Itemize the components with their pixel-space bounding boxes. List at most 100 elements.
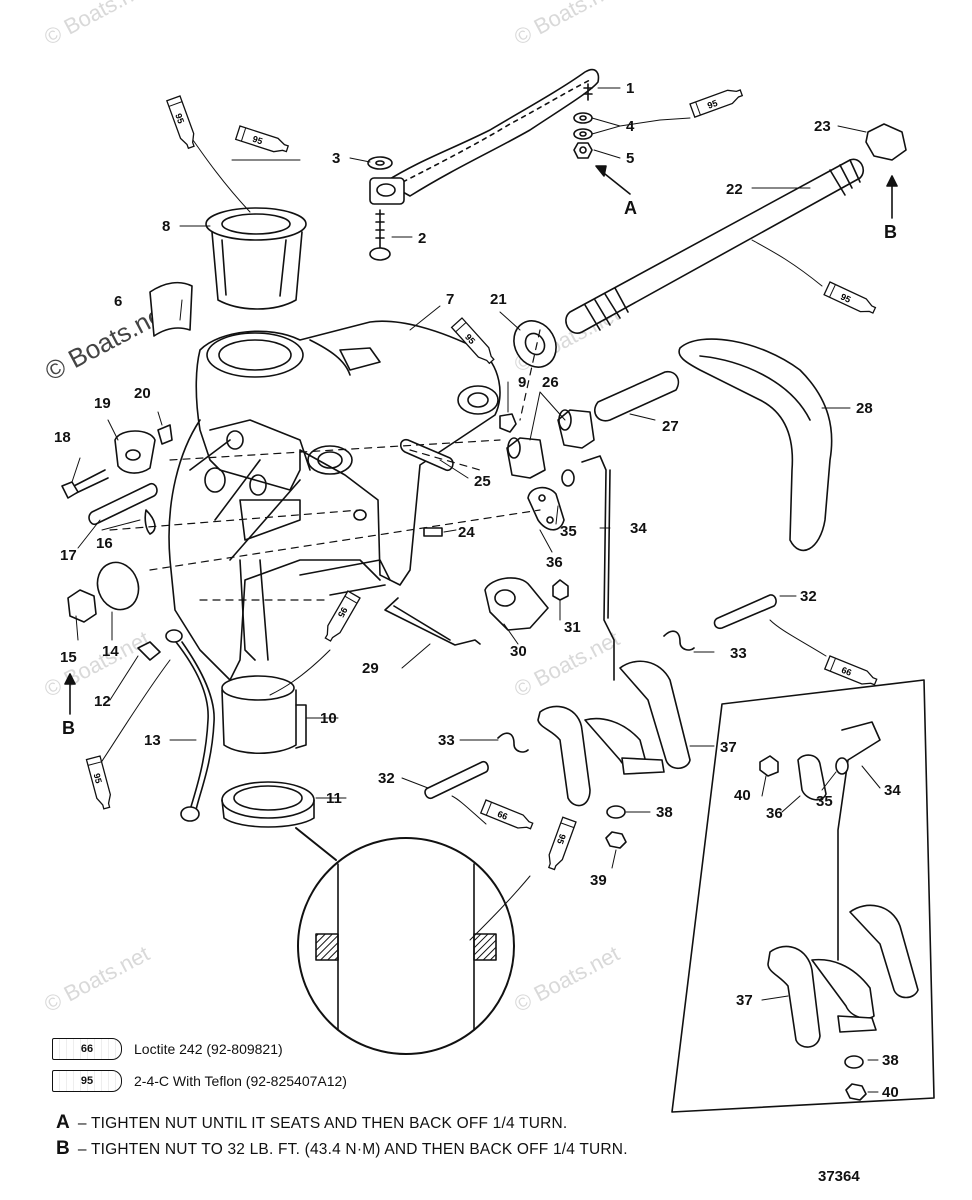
callout-36-inset: 36 bbox=[766, 805, 783, 822]
callout-36: 36 bbox=[546, 554, 563, 571]
legend-text: 2-4-C With Teflon (92-825407A12) bbox=[134, 1073, 347, 1089]
assembly-guide-lines bbox=[109, 329, 541, 601]
callout-21: 21 bbox=[490, 291, 507, 308]
callout-14: 14 bbox=[102, 643, 119, 660]
callout-33: 33 bbox=[730, 645, 747, 662]
arrow-markers bbox=[64, 165, 898, 715]
callout-20: 20 bbox=[134, 385, 151, 402]
callout-1: 1 bbox=[626, 80, 634, 97]
tube-code: 95 bbox=[336, 605, 350, 619]
pivot-pin-upper bbox=[713, 594, 777, 630]
lower-swivel-bushing bbox=[221, 675, 307, 754]
callout-16: 16 bbox=[96, 535, 113, 552]
key bbox=[423, 527, 443, 537]
callout-numbers: 1 2 3 4 5 6 7 8 9 10 11 12 13 14 15 16 1… bbox=[54, 80, 901, 1101]
lock-rod bbox=[581, 455, 615, 681]
tube-code: 95 bbox=[173, 112, 186, 125]
callout-15: 15 bbox=[60, 649, 77, 666]
callout-30: 30 bbox=[510, 643, 527, 660]
upper-swivel-bushing bbox=[205, 207, 307, 310]
legend-loctite: 66 Loctite 242 (92-809821) bbox=[52, 1038, 283, 1060]
spacer-assembly bbox=[61, 424, 173, 499]
ground-strap bbox=[137, 629, 215, 822]
thrust-washer bbox=[513, 320, 557, 368]
callout-40-inset: 40 bbox=[734, 787, 751, 804]
callout-40-inset-b: 40 bbox=[882, 1084, 899, 1101]
arrow-label-a: A bbox=[624, 198, 637, 218]
callout-38: 38 bbox=[656, 804, 673, 821]
callout-2: 2 bbox=[418, 230, 426, 247]
tilt-stop-pin bbox=[88, 482, 158, 535]
note-key: B bbox=[56, 1138, 70, 1159]
callout-29: 29 bbox=[362, 660, 379, 677]
callout-18: 18 bbox=[54, 429, 71, 446]
callout-17: 17 bbox=[60, 547, 77, 564]
steering-link-arm bbox=[367, 68, 600, 261]
note-a: A– TIGHTEN NUT UNTIL IT SEATS AND THEN B… bbox=[56, 1112, 567, 1134]
note-key: A bbox=[56, 1112, 70, 1133]
callout-4: 4 bbox=[626, 118, 635, 135]
tube-code: 95 bbox=[251, 134, 264, 147]
lock-nut bbox=[67, 589, 97, 623]
legend-teflon: 95 2-4-C With Teflon (92-825407A12) bbox=[52, 1070, 347, 1092]
arrow-label-b-right: B bbox=[884, 222, 897, 242]
pivot-pin-lower bbox=[424, 760, 489, 800]
link-rod bbox=[384, 597, 481, 646]
lock-bracket bbox=[484, 577, 549, 631]
callout-3: 3 bbox=[332, 150, 340, 167]
torsion-spring-upper bbox=[663, 630, 695, 651]
link-plate bbox=[527, 486, 565, 531]
reference-number: 37364 bbox=[818, 1168, 860, 1185]
small-washer bbox=[561, 469, 575, 487]
tube-code: 95 bbox=[839, 291, 852, 304]
legend-text: Loctite 242 (92-809821) bbox=[134, 1041, 283, 1057]
callout-6: 6 bbox=[114, 293, 122, 310]
callout-12: 12 bbox=[94, 693, 111, 710]
swivel-seal bbox=[221, 781, 315, 828]
tube-icon: 95 bbox=[52, 1070, 122, 1092]
sealant-tube-icons: 95 95 95 95 95 95 95 66 66 95 bbox=[85, 85, 879, 872]
callout-32b: 32 bbox=[378, 770, 395, 787]
leader-lines bbox=[71, 87, 881, 1093]
callout-35-inset: 35 bbox=[816, 793, 833, 810]
callout-19: 19 bbox=[94, 395, 111, 412]
arrow-label-b-left: B bbox=[62, 718, 75, 738]
callout-25: 25 bbox=[474, 473, 491, 490]
tube-code: 95 bbox=[706, 98, 719, 111]
callout-32: 32 bbox=[800, 588, 817, 605]
tilt-tube bbox=[565, 158, 865, 334]
steering-pin bbox=[594, 370, 680, 422]
callout-11: 11 bbox=[326, 790, 342, 807]
hex-nut bbox=[552, 579, 569, 601]
callout-34-inset: 34 bbox=[884, 782, 901, 799]
callout-13: 13 bbox=[144, 732, 161, 749]
callout-7: 7 bbox=[446, 291, 454, 308]
seal-detail-inset bbox=[295, 827, 515, 1055]
callout-22: 22 bbox=[726, 181, 743, 198]
torsion-spring-lower bbox=[497, 732, 529, 753]
tube-nut bbox=[865, 123, 907, 161]
callout-28: 28 bbox=[856, 400, 873, 417]
shim-pad bbox=[149, 281, 193, 337]
tilt-lock-assembly bbox=[537, 660, 691, 807]
grease-fitting bbox=[499, 413, 517, 433]
flat-washer bbox=[96, 561, 140, 611]
callout-39: 39 bbox=[590, 872, 607, 889]
callout-24: 24 bbox=[458, 524, 475, 541]
note-b: B– TIGHTEN NUT TO 32 LB. FT. (43.4 N·M) … bbox=[56, 1138, 628, 1160]
swivel-bracket bbox=[168, 320, 501, 681]
callout-27: 27 bbox=[662, 418, 679, 435]
tube-code: 95 bbox=[555, 833, 568, 846]
washer-38 bbox=[606, 805, 626, 819]
tube-code: 95 bbox=[92, 772, 104, 784]
tilt-lock-lever bbox=[678, 338, 833, 552]
tube-code: 95 bbox=[463, 332, 477, 346]
tube-code: 66 bbox=[496, 809, 509, 822]
callout-9: 9 bbox=[518, 374, 526, 391]
callout-26: 26 bbox=[542, 374, 559, 391]
callout-37-inset: 37 bbox=[736, 992, 753, 1009]
callout-33b: 33 bbox=[438, 732, 455, 749]
tube-icon: 66 bbox=[52, 1038, 122, 1060]
